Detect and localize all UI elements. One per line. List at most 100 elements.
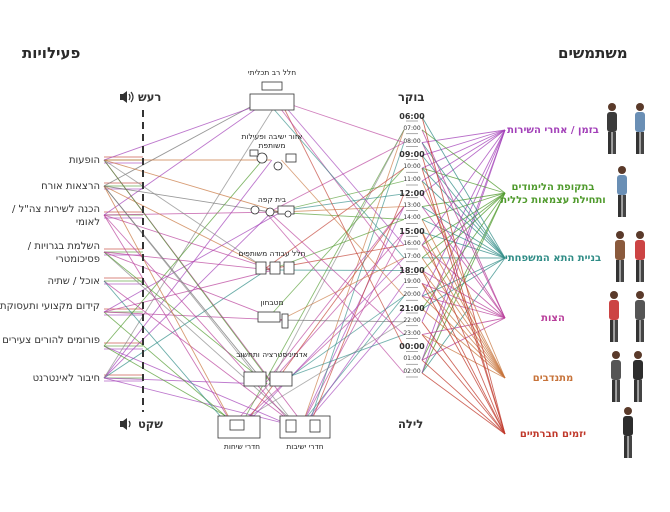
connection-line — [421, 129, 506, 156]
speaker-quiet-icon — [120, 418, 131, 430]
cafe-table-icon — [284, 210, 292, 218]
round-table-icon — [273, 161, 283, 171]
connection-line — [103, 159, 280, 213]
zone-label: מטבחון — [260, 298, 284, 307]
connection-line — [421, 283, 506, 379]
connection-line — [276, 99, 405, 144]
connection-line — [103, 159, 263, 347]
connection-line — [421, 359, 506, 435]
zone-label: חדרי ישיבות — [286, 442, 324, 451]
loud-label: רעש — [138, 90, 162, 104]
time-label: 07:00 — [403, 124, 421, 132]
time-label: 21:00 — [399, 304, 425, 313]
connection-line — [421, 317, 506, 361]
connection-line — [103, 159, 273, 379]
connection-line — [103, 159, 268, 271]
activity-label: אוכל / שתיה — [47, 276, 100, 287]
connection-line — [103, 185, 271, 271]
time-label: 17:00 — [403, 252, 421, 260]
connection-line — [307, 142, 405, 429]
table-icon — [309, 419, 321, 433]
connection-line — [103, 185, 236, 429]
admin-desk-icon — [269, 371, 293, 387]
user-group-label: בזמן / אחרי השירות — [507, 125, 599, 136]
chair-icon — [249, 149, 259, 157]
connection-line — [421, 334, 506, 379]
connection-line — [103, 251, 301, 429]
connection-line — [421, 308, 506, 379]
connection-line — [281, 159, 405, 297]
user-group-label: יזמים חברתיים — [519, 429, 587, 440]
connection-line — [421, 231, 506, 379]
time-label: 01:00 — [403, 355, 421, 363]
connection-line — [264, 211, 405, 374]
user-group-label: הצות — [541, 313, 565, 324]
table-icon — [285, 419, 297, 433]
person-icon — [617, 166, 627, 217]
connection-line — [421, 257, 506, 379]
connection-line — [421, 257, 506, 374]
connection-line — [308, 193, 405, 429]
connection-line — [265, 167, 405, 321]
sofa-icon — [285, 153, 297, 163]
zone-label: אדמיניסטרציה ותחשוב — [236, 350, 308, 359]
zone-label: חלל עבודה משותפים — [238, 249, 306, 258]
fridge-icon — [281, 313, 289, 329]
table-icon — [229, 419, 245, 431]
speaker-loud-icon — [120, 91, 134, 103]
person-icon — [609, 291, 619, 342]
activity-label: פורומים להורים צעירים — [2, 334, 100, 346]
time-label: 16:00 — [403, 240, 421, 247]
zone-label: חלל רב תכליתי — [247, 68, 297, 77]
workdesk-icon — [255, 261, 267, 275]
connection-line — [273, 99, 405, 271]
connection-line — [421, 116, 506, 435]
connection-line — [421, 129, 506, 319]
time-label: 14:00 — [403, 214, 421, 222]
morning-label: בוקר — [398, 90, 425, 104]
quiet-label: שקט — [138, 417, 163, 431]
night-label: לילה — [398, 417, 424, 431]
connection-line — [279, 99, 405, 348]
connection-line — [421, 129, 506, 169]
connection-line — [103, 214, 235, 429]
multipurpose-area-icon — [249, 93, 295, 111]
connection-line — [103, 185, 266, 385]
connection-line — [103, 99, 274, 161]
time-label: 10:00 — [403, 163, 421, 171]
connection-line — [421, 317, 506, 336]
connection-line — [300, 129, 405, 429]
connection-line — [103, 214, 297, 429]
connection-line — [301, 308, 405, 429]
connection-line — [299, 206, 405, 429]
connection-line — [103, 159, 273, 385]
time-label: 12:00 — [399, 188, 425, 198]
connection-line — [268, 211, 405, 335]
user-group-label: בניית התא המשפחתי — [504, 253, 602, 264]
connection-line — [103, 251, 268, 385]
connection-line — [103, 280, 300, 429]
connection-line — [281, 206, 405, 213]
person-icon — [635, 291, 645, 342]
time-label: 09:00 — [399, 150, 425, 160]
connection-line — [421, 180, 506, 259]
connection-line — [421, 321, 506, 435]
connection-line — [103, 99, 279, 379]
time-label: 13:00 — [403, 201, 421, 209]
user-group-label: מתנדבים — [532, 373, 574, 384]
time-label: 08:00 — [403, 137, 421, 145]
connection-line — [103, 99, 264, 187]
connection-line — [229, 231, 405, 429]
connection-line — [421, 206, 506, 319]
users-heading: משתמשים — [558, 44, 628, 62]
connection-line — [103, 269, 267, 379]
connection-line — [238, 129, 405, 429]
zone-label: אזור ישיבה ופעילות משותפת — [241, 132, 303, 150]
connection-line — [301, 283, 405, 429]
connection-line — [276, 319, 405, 323]
workdesk-icon — [269, 261, 281, 275]
admin-desk-icon — [243, 371, 267, 387]
connection-line — [421, 334, 506, 435]
person-icon — [633, 351, 643, 402]
connection-line — [421, 219, 506, 379]
